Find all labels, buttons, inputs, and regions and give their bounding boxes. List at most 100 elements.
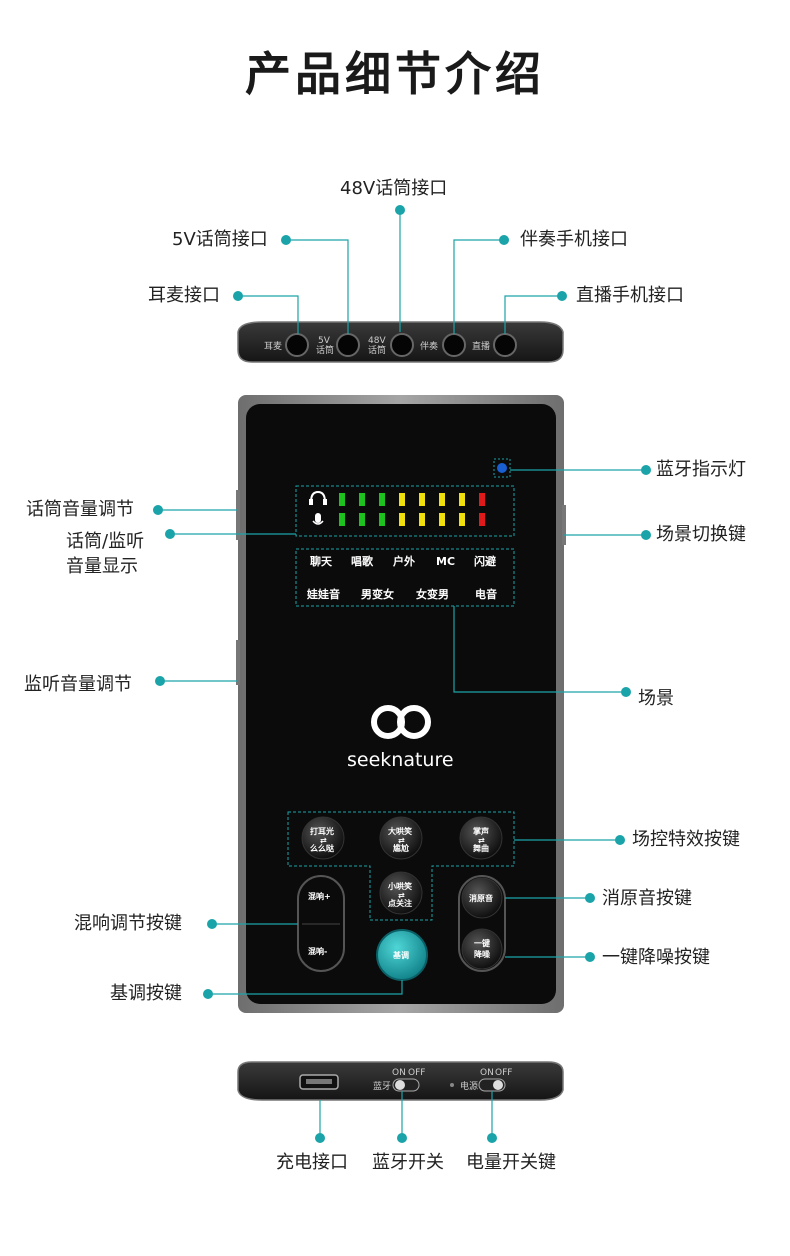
- led-mic-5: [419, 513, 425, 526]
- power-switch-label: 电源: [460, 1080, 478, 1092]
- power-led-icon: [450, 1083, 454, 1087]
- svg-text:OFF: OFF: [495, 1068, 512, 1078]
- port-label-5v: 5V: [318, 336, 331, 346]
- led-headphone-2: [359, 493, 365, 506]
- svg-text:打耳光: 打耳光: [310, 826, 334, 836]
- label-scene-switch: 场景切换键: [656, 524, 746, 545]
- led-headphone-1: [339, 493, 345, 506]
- svg-text:大哄笑: 大哄笑: [388, 826, 412, 836]
- label-power-switch: 电量开关键: [466, 1152, 556, 1173]
- led-headphone-7: [459, 493, 465, 506]
- scene-chat: 聊天: [310, 554, 333, 568]
- bt-switch-label: 蓝牙: [373, 1080, 391, 1092]
- headset-jack: [285, 333, 309, 357]
- led-mic-2: [359, 513, 365, 526]
- led-mic-7: [459, 513, 465, 526]
- svg-text:⇄: ⇄: [478, 836, 485, 845]
- mic5v-jack: [336, 333, 360, 357]
- label-accompany-port: 伴奏手机接口: [520, 229, 628, 250]
- scene-male-to-female: 男变女: [361, 587, 394, 601]
- port-label-live: 直播: [472, 340, 490, 352]
- scene-baby-voice: 娃娃音: [306, 587, 340, 601]
- svg-text:基调: 基调: [392, 950, 409, 960]
- led-mic-6: [439, 513, 445, 526]
- svg-text:小哄笑: 小哄笑: [387, 881, 412, 891]
- label-headset-port: 耳麦接口: [148, 285, 220, 306]
- port-label-5v-mic: 话筒: [316, 344, 334, 356]
- label-reverb: 混响调节按键: [74, 913, 182, 934]
- label-bt-indicator: 蓝牙指示灯: [656, 459, 746, 480]
- bottom-edge-device: 蓝牙 ON OFF 电源 ON OFF: [237, 1061, 564, 1101]
- led-mic-8: [479, 513, 485, 526]
- main-device: 聊天 唱歌 户外 MC 闪避 娃娃音 男变女 女变男 电音 seeknature…: [236, 395, 566, 1013]
- top-edge-device: 耳麦 5V 话筒 48V 话筒 伴奏 直播: [237, 321, 564, 363]
- effect-button-small-laugh[interactable]: 小哄笑 ⇄ 点关注: [379, 871, 423, 915]
- scene-female-to-male: 女变男: [416, 587, 449, 601]
- svg-text:OFF: OFF: [408, 1068, 425, 1078]
- svg-text:⇄: ⇄: [320, 836, 327, 845]
- led-mic-1: [339, 513, 345, 526]
- mic48v-jack: [390, 333, 414, 357]
- brand-name: seeknature: [347, 749, 454, 771]
- scene-mc: MC: [436, 555, 455, 568]
- svg-text:消原音: 消原音: [469, 893, 493, 903]
- svg-text:掌声: 掌声: [473, 826, 489, 836]
- label-effect-buttons: 场控特效按键: [632, 829, 740, 850]
- label-live-port: 直播手机接口: [576, 285, 684, 306]
- page-title: 产品细节介绍: [245, 47, 545, 101]
- svg-text:一键: 一键: [474, 938, 490, 948]
- svg-text:点关注: 点关注: [388, 898, 412, 908]
- label-charge-port: 充电接口: [276, 1152, 348, 1173]
- label-5v-mic-port: 5V话筒接口: [172, 229, 268, 250]
- label-key: 基调按键: [110, 983, 182, 1004]
- microphone-icon: [312, 513, 324, 525]
- svg-text:ON: ON: [392, 1068, 406, 1078]
- port-label-48v: 48V: [368, 336, 386, 346]
- label-meter-line1: 话筒/监听: [66, 531, 145, 552]
- svg-text:降噪: 降噪: [474, 949, 491, 959]
- svg-text:舞曲: 舞曲: [472, 843, 489, 853]
- denoise-button[interactable]: [461, 928, 503, 970]
- svg-text:⇄: ⇄: [398, 836, 405, 845]
- vocal-remove-button[interactable]: [461, 877, 503, 919]
- scene-dodge: 闪避: [474, 554, 497, 568]
- led-headphone-6: [439, 493, 445, 506]
- scene-sing: 唱歌: [351, 554, 374, 568]
- led-headphone-4: [399, 493, 405, 506]
- scene-electro: 电音: [475, 587, 497, 601]
- accompany-jack: [442, 333, 466, 357]
- label-denoise: 一键降噪按键: [602, 947, 710, 968]
- led-meter: [339, 493, 485, 526]
- led-headphone-5: [419, 493, 425, 506]
- svg-text:ON: ON: [480, 1068, 494, 1078]
- svg-text:⇄: ⇄: [398, 891, 405, 900]
- scene-outdoor: 户外: [393, 554, 415, 568]
- effect-button-applause[interactable]: 掌声 ⇄ 舞曲: [459, 816, 503, 860]
- label-vocal-remove: 消原音按键: [602, 888, 692, 909]
- led-mic-4: [399, 513, 405, 526]
- label-scene: 场景: [638, 688, 674, 709]
- reverb-up-button[interactable]: 混响+: [308, 891, 331, 901]
- bluetooth-icon: [497, 463, 507, 473]
- label-48v-mic-port: 48V话筒接口: [340, 178, 448, 199]
- led-mic-3: [379, 513, 385, 526]
- port-label-48v-mic: 话筒: [368, 344, 386, 356]
- port-label-accompany: 伴奏: [420, 340, 438, 352]
- brand-logo-icon: [371, 705, 431, 739]
- led-headphone-3: [379, 493, 385, 506]
- port-label-headset: 耳麦: [264, 340, 282, 352]
- callout-lines: [158, 210, 646, 1136]
- svg-text:么么哒: 么么哒: [310, 843, 334, 853]
- effect-button-slap[interactable]: 打耳光 ⇄ 么么哒: [301, 816, 345, 860]
- svg-text:尴尬: 尴尬: [393, 843, 409, 853]
- reverb-down-button[interactable]: 混响-: [308, 946, 327, 956]
- headphone-icon: [309, 490, 327, 505]
- label-meter-line2: 音量显示: [66, 556, 138, 577]
- live-jack: [493, 333, 517, 357]
- label-monitor-volume: 监听音量调节: [24, 674, 132, 695]
- effect-button-laugh[interactable]: 大哄笑 ⇄ 尴尬: [379, 816, 423, 860]
- callout-dots: [153, 205, 651, 1143]
- led-headphone-8: [479, 493, 485, 506]
- label-mic-volume: 话筒音量调节: [26, 499, 134, 520]
